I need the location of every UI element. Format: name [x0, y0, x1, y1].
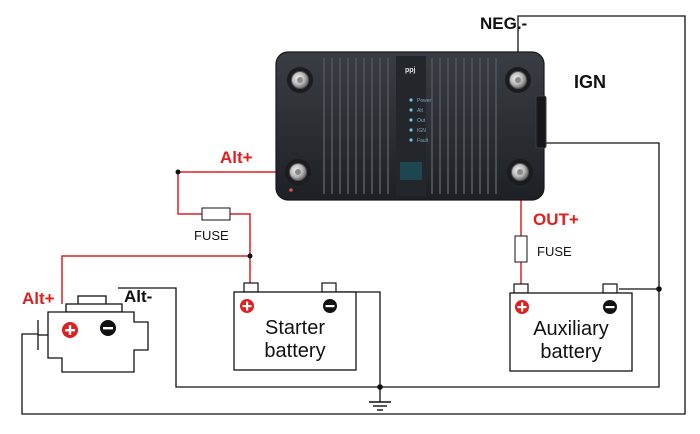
- led-label: Fault: [417, 138, 429, 144]
- engine-neg-ground-wire: [118, 287, 380, 388]
- neg-outer-wire: [21, 15, 686, 415]
- engine-minus-icon: [100, 320, 116, 336]
- terminal-top-left: [287, 67, 313, 93]
- device-logo: ppj: [405, 67, 416, 74]
- starter-battery: Starter battery: [233, 282, 357, 371]
- aux-battery-label-line2: battery: [540, 341, 601, 363]
- aux-battery-label-line1: Auxiliary: [533, 318, 609, 340]
- aux-plus-icon: [515, 300, 529, 314]
- fuse-right-label: FUSE: [537, 244, 572, 259]
- starter-plus-icon: [240, 299, 254, 313]
- out-plus-label: OUT+: [533, 210, 579, 229]
- led-label: Alt: [417, 108, 423, 114]
- terminal-alt-plus: [285, 159, 311, 185]
- fuse-left: FUSE: [194, 207, 231, 243]
- status-leds: [409, 98, 413, 142]
- alt-minus-engine-label: Alt-: [124, 287, 152, 306]
- engine-alt-plus-wire: [61, 255, 250, 304]
- terminal-neg: [505, 67, 531, 93]
- alt-plus-engine-label: Alt+: [22, 289, 55, 308]
- negative-wiring: [21, 15, 686, 415]
- ign-label: IGN: [574, 72, 606, 92]
- heatsink-fins: [323, 58, 497, 194]
- ign-to-aux-neg-wire: [543, 142, 660, 290]
- led-label: Power: [417, 98, 432, 104]
- alt-plus-dcdc-wire: [177, 171, 296, 215]
- fuse-left-to-starter-wire: [230, 213, 251, 286]
- led-labels: Power Alt Out IGN Fault: [417, 98, 432, 144]
- terminal-out-plus: [507, 159, 533, 185]
- junction-dot: [247, 253, 253, 259]
- led-label: IGN: [417, 128, 426, 134]
- fuse-right: FUSE: [514, 235, 572, 263]
- starter-battery-label-line1: Starter: [265, 317, 325, 339]
- starter-battery-label-line2: battery: [264, 340, 325, 362]
- starter-minus-icon: [323, 299, 337, 313]
- led-label: Out: [417, 118, 426, 124]
- ground-icon: [369, 401, 391, 411]
- neg-label: NEG.-: [480, 14, 527, 33]
- aux-minus-icon: [603, 300, 617, 314]
- junction-dot: [175, 169, 181, 175]
- auxiliary-battery: Auxiliary battery: [509, 283, 633, 372]
- dc-dc-charger: ppj Power Alt Out IGN Fault: [275, 51, 547, 201]
- junction-dot: [656, 286, 662, 292]
- engine-plus-icon: [62, 322, 78, 338]
- fuse-left-label: FUSE: [194, 228, 229, 243]
- aux-neg-ground-wire: [380, 289, 660, 388]
- junction-dot: [377, 384, 383, 390]
- alt-plus-device-label: Alt+: [220, 148, 253, 167]
